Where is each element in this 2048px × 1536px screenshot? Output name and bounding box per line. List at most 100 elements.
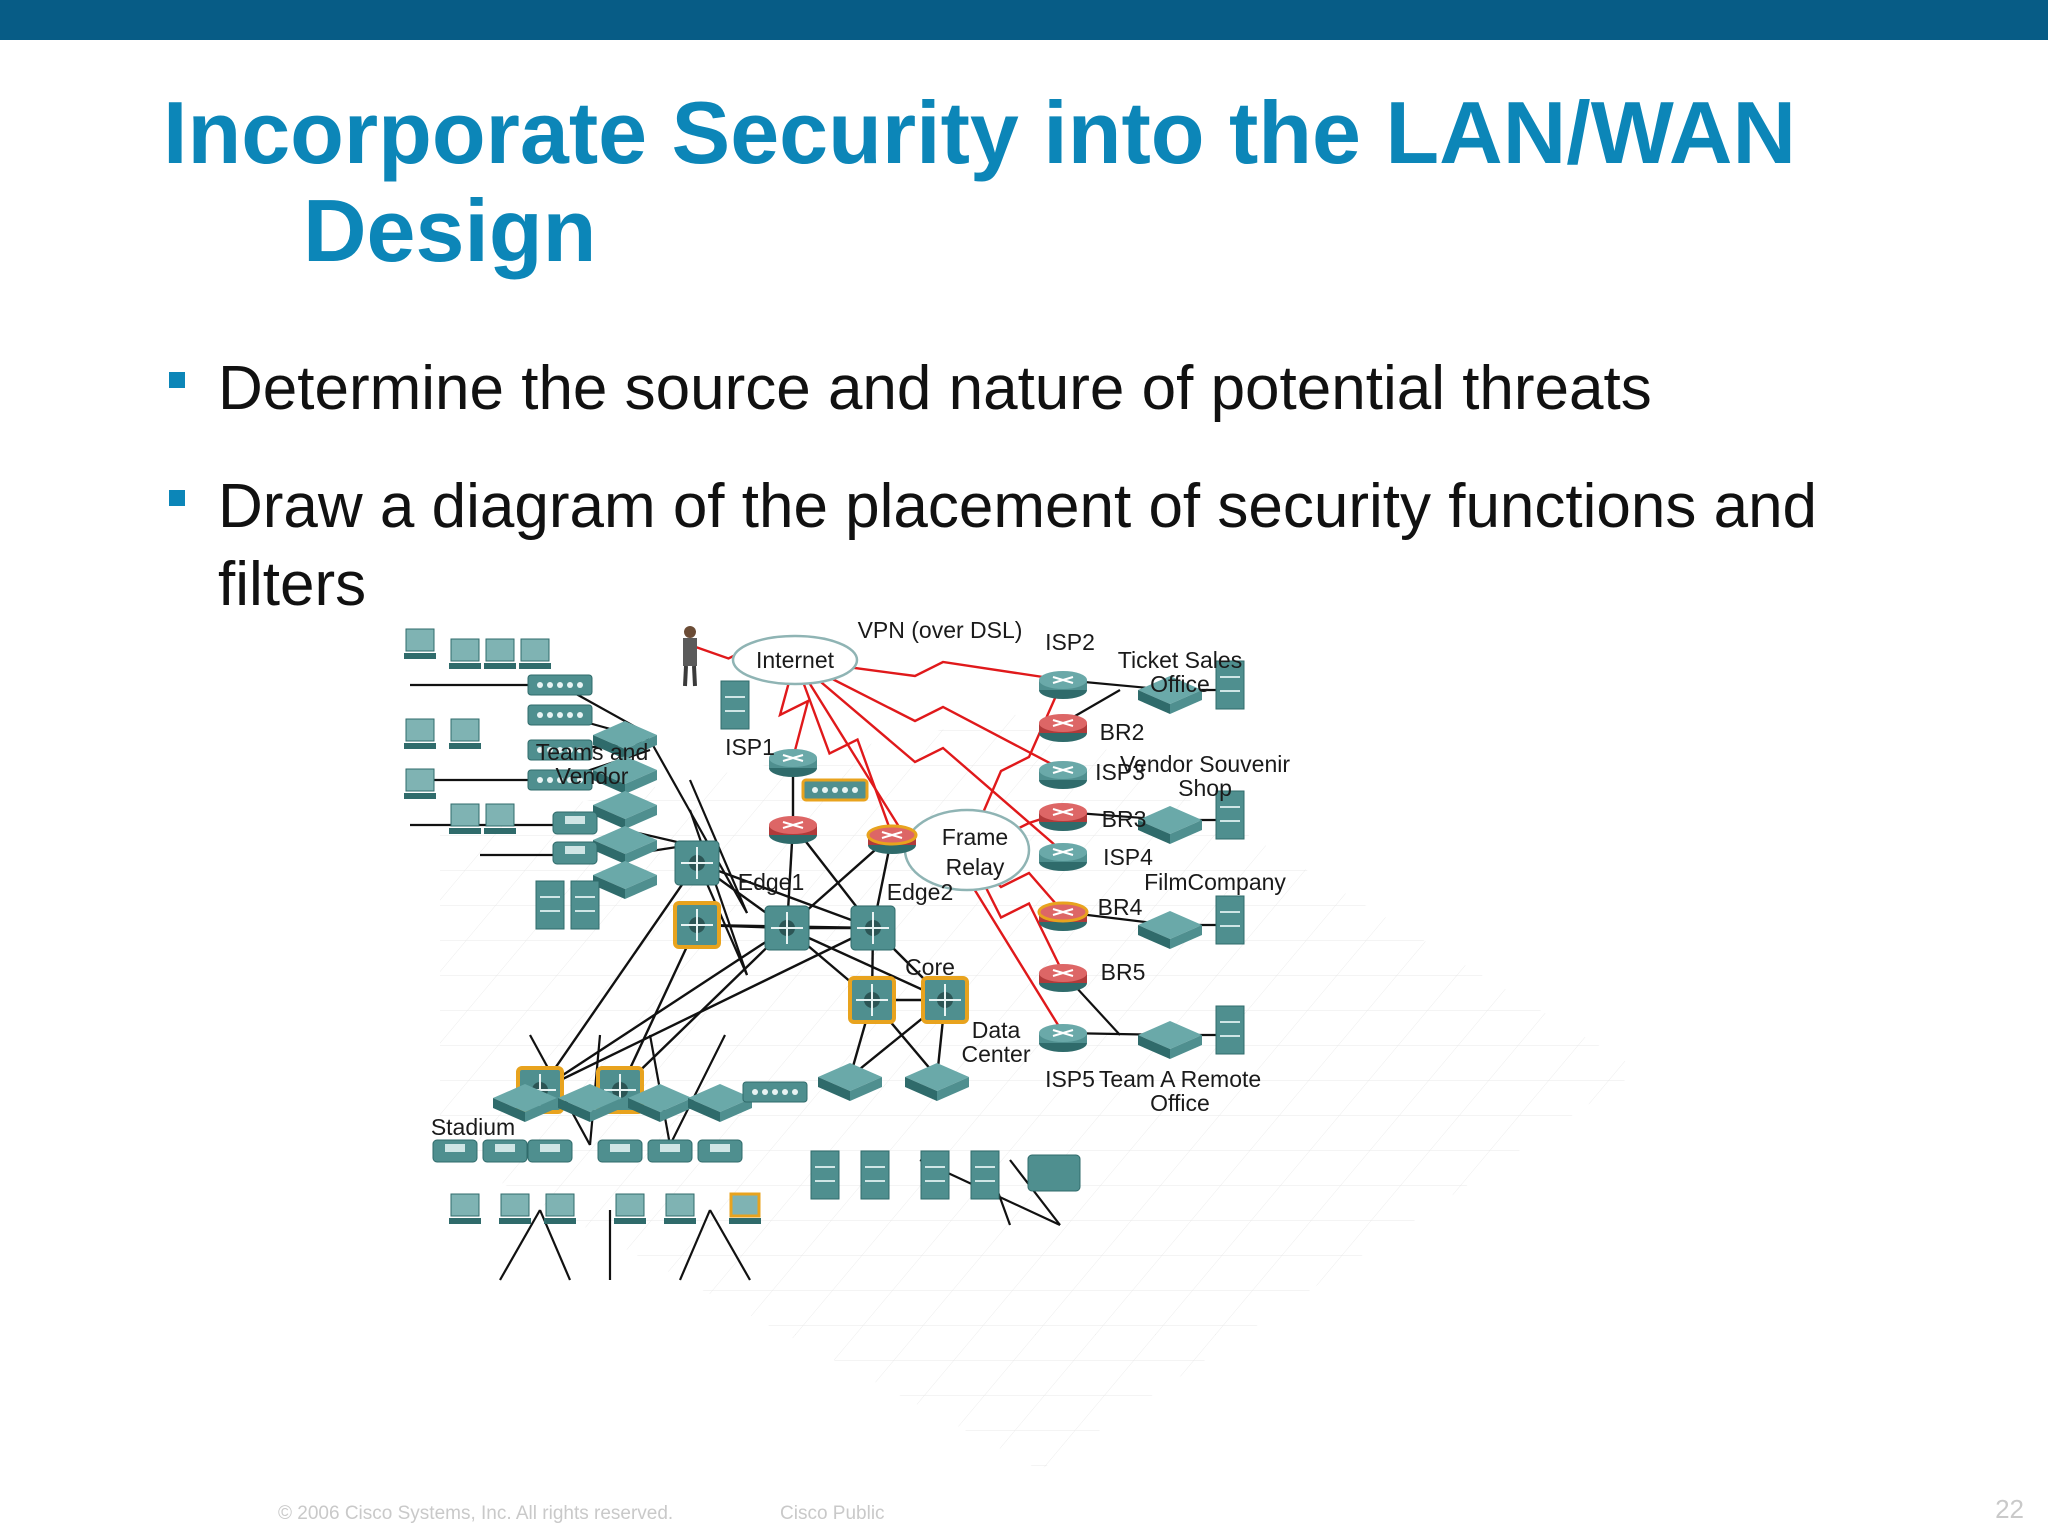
- access-hub-icon: [527, 739, 593, 761]
- frame-relay-label: Frame: [942, 824, 1008, 850]
- lan-link: [618, 924, 699, 1091]
- br4-label: BR4: [1098, 894, 1143, 920]
- top-banner: [0, 0, 2048, 40]
- ip-phone-icon: [552, 841, 598, 865]
- teams-vendor-label: Vendor: [556, 763, 629, 789]
- core-switch-icon: [764, 905, 810, 951]
- br5-label: BR5: [1101, 959, 1146, 985]
- workstation-icon: [449, 638, 481, 669]
- edge1-firewall-icon: [769, 816, 817, 844]
- internet-cloud: [731, 634, 859, 686]
- access-link: [669, 1034, 726, 1146]
- stadium-access-switch-icon: [628, 1084, 692, 1122]
- isp3-router-icon: [1039, 761, 1087, 789]
- isp4-label: ISP4: [1103, 844, 1153, 870]
- workstation-icon: [449, 1193, 481, 1224]
- data-center-server-icon: [920, 1150, 950, 1200]
- access-link: [678, 1209, 712, 1281]
- isp4-router-icon: [1039, 843, 1087, 871]
- workstation-icon: [404, 718, 436, 749]
- lan-link: [619, 927, 788, 1091]
- ip-phone-icon: [552, 811, 598, 835]
- workstation-icon: [484, 638, 516, 669]
- branch-switch-icon: [1138, 1021, 1202, 1059]
- ip-phone-icon: [482, 1139, 528, 1163]
- branch-server-icon: [1215, 1005, 1245, 1055]
- core-label: Core: [905, 954, 955, 980]
- isp1-router-icon: [769, 749, 817, 777]
- edge2-label: Edge2: [887, 879, 954, 905]
- data-center-switch-icon: [818, 1063, 882, 1101]
- data-center-switch-icon: [848, 976, 896, 1024]
- attacker-person-icon: [683, 626, 697, 687]
- core-switch-icon: [850, 905, 896, 951]
- access-switch-icon: [593, 756, 657, 794]
- access-switch-icon: [593, 791, 657, 829]
- data-center-server-icon: [810, 1150, 840, 1200]
- wan-link: [794, 659, 1064, 853]
- data-center-server-icon: [860, 1150, 890, 1200]
- access-link: [709, 1209, 751, 1281]
- branch-server-icon: [1215, 660, 1245, 710]
- lan-link: [539, 862, 698, 1091]
- access-switch-icon: [593, 721, 657, 759]
- lan-link: [786, 926, 946, 1002]
- stadium-access-switch-icon: [558, 1084, 622, 1122]
- access-link: [499, 1209, 541, 1281]
- edge1-label: Edge1: [738, 869, 805, 895]
- br2-label: BR2: [1100, 719, 1145, 745]
- film-company-label: FilmCompany: [1144, 869, 1286, 895]
- workstation-icon: [499, 1193, 531, 1224]
- access-hub-icon: [527, 674, 593, 696]
- wan-link: [793, 659, 894, 836]
- camera-icon: [720, 680, 750, 730]
- workstation-icon: [484, 803, 516, 834]
- bullet-square-icon: [169, 372, 185, 388]
- isp2-router-icon: [1039, 671, 1087, 699]
- branch-switch-icon: [1138, 806, 1202, 844]
- data-center-hub-icon: [742, 1081, 808, 1103]
- isp1-label: ISP1: [725, 734, 775, 760]
- ip-phone-icon: [432, 1139, 478, 1163]
- br5-firewall-icon: [1039, 964, 1087, 992]
- br3-firewall-icon: [1039, 803, 1087, 831]
- ip-phone-icon: [697, 1139, 743, 1163]
- bullet-text: Determine the source and nature of poten…: [218, 354, 1652, 423]
- br2-firewall-icon: [1039, 714, 1087, 742]
- content-switch-icon: [1027, 1154, 1081, 1192]
- access-switch-icon: [593, 826, 657, 864]
- lan-link: [539, 926, 874, 1092]
- access-link: [1009, 1159, 1061, 1226]
- vpn-label: VPN (over DSL): [858, 617, 1023, 643]
- bullet-item: Draw a diagram of the placement of secur…: [163, 468, 1963, 624]
- data-center-switch-icon: [905, 1063, 969, 1101]
- distribution-switch-icon: [674, 840, 720, 886]
- wan-link: [778, 659, 810, 759]
- bullet-list: Determine the source and nature of poten…: [163, 350, 1963, 664]
- server-icon: [535, 880, 565, 930]
- ids-sensor-icon: [801, 778, 869, 802]
- wan-link: [794, 658, 1064, 772]
- data-center-switch-icon: [921, 976, 969, 1024]
- workstation-icon: [404, 628, 436, 659]
- data-center-server-icon: [970, 1150, 1000, 1200]
- bullet-text: Draw a diagram of the placement of secur…: [218, 472, 1818, 619]
- data-center-label: Data: [972, 1017, 1021, 1043]
- slide-title-line-1: Incorporate Security into the LAN/WAN: [163, 83, 1797, 182]
- branch-switch-icon: [1138, 676, 1202, 714]
- teams-vendor-label: Teams and: [536, 739, 649, 765]
- data-center-label: Center: [961, 1041, 1030, 1067]
- isp5-router-icon: [1039, 1024, 1087, 1052]
- workstation-icon: [404, 768, 436, 799]
- ip-phone-icon: [527, 1139, 573, 1163]
- ip-phone-icon: [647, 1139, 693, 1163]
- team-a-remote-label: Team A Remote: [1099, 1066, 1261, 1092]
- lan-link: [539, 926, 788, 1092]
- workstation-icon: [614, 1193, 646, 1224]
- frame-relay-label: Relay: [946, 854, 1005, 880]
- device-layer: [404, 626, 1245, 1224]
- slide-title: Incorporate Security into the LAN/WAN De…: [163, 84, 1963, 280]
- isp3-label: ISP3: [1095, 759, 1145, 785]
